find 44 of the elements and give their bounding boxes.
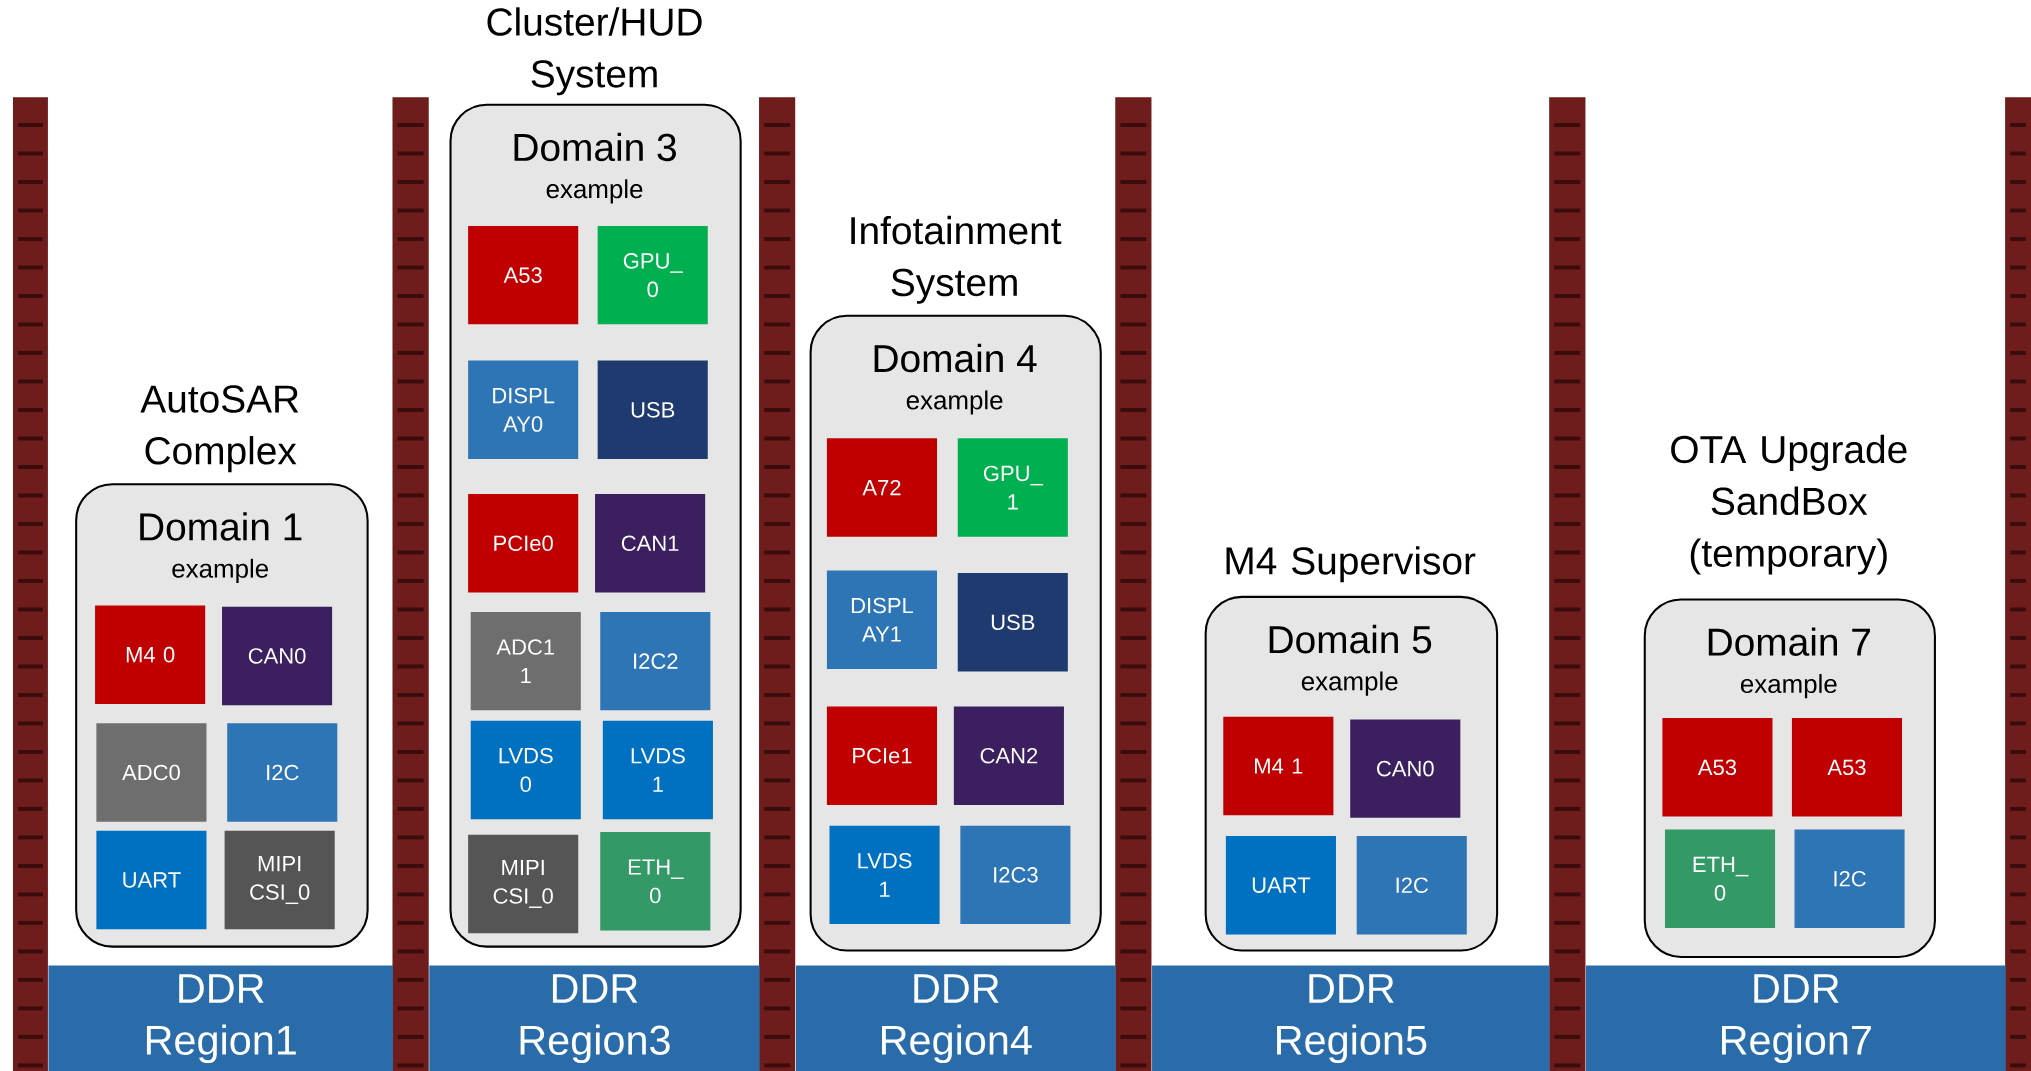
memory-region-band: DDR Region1 — [48, 965, 393, 1071]
component-box: ADC0 — [96, 723, 207, 822]
component-box: I2C3 — [960, 825, 1071, 924]
component-box: CAN0 — [222, 606, 333, 706]
component-box: I2C — [227, 723, 338, 822]
component-box: CAN0 — [1350, 719, 1461, 818]
component-box: USB — [957, 572, 1068, 672]
component-box: UART — [96, 830, 207, 930]
system-title: OTA Upgrade SandBox (temporary) — [1671, 434, 1907, 575]
component-box: A53 — [468, 225, 579, 325]
component-box: ETH_ 0 — [600, 832, 711, 931]
component-box: PCIe1 — [826, 706, 937, 805]
memory-region-band: DDR Region5 — [1152, 965, 1550, 1071]
component-box: I2C2 — [600, 611, 711, 711]
component-box: UART — [1225, 835, 1336, 935]
component-box: I2C — [1794, 829, 1905, 928]
component-box: A53 — [1791, 718, 1902, 817]
memory-region-band: DDR Region3 — [429, 965, 760, 1071]
component-box: A72 — [826, 438, 937, 537]
component-box: DISPL AY0 — [468, 360, 579, 459]
component-box: PCIe0 — [468, 493, 579, 593]
component-box: LVDS 1 — [829, 825, 940, 924]
system-title: Infotainment System — [851, 215, 1062, 304]
component-box: MIPI CSI_0 — [224, 830, 335, 930]
component-box: LVDS 0 — [470, 720, 581, 820]
memory-region-band: DDR Region4 — [795, 965, 1116, 1071]
component-box: CAN2 — [953, 706, 1064, 805]
component-box: DISPL AY1 — [826, 570, 937, 669]
component-box: M4 1 — [1223, 716, 1334, 816]
memory-region-band: DDR Region7 — [1585, 965, 2006, 1071]
component-box: A53 — [1662, 718, 1773, 817]
component-box: I2C — [1356, 835, 1467, 935]
component-box: M4 0 — [95, 605, 206, 704]
component-box: USB — [597, 360, 708, 459]
component-box: MIPI CSI_0 — [468, 834, 579, 934]
system-title: AutoSAR Complex — [140, 385, 299, 473]
system-title: Cluster/HUD System — [487, 7, 702, 96]
component-box: CAN1 — [595, 493, 706, 593]
component-box: LVDS 1 — [602, 720, 713, 820]
system-title: M4 Supervisor — [1226, 546, 1476, 583]
component-box: GPU_ 0 — [597, 225, 708, 325]
component-box: ADC1 1 — [470, 611, 581, 711]
component-box: GPU_ 1 — [957, 438, 1068, 537]
component-box: ETH_ 0 — [1665, 829, 1776, 928]
